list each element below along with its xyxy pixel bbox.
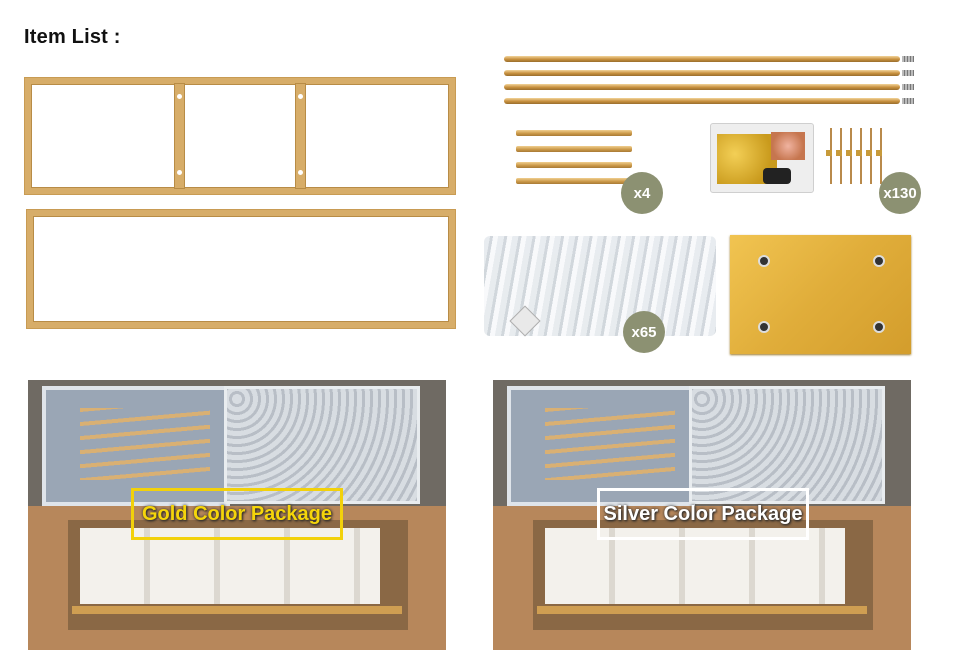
hook-pins	[826, 128, 886, 184]
quantity-badge-acrylic: x65	[623, 311, 665, 353]
short-bars	[516, 130, 636, 186]
page-title: Item List :	[24, 26, 121, 48]
hardware-bag	[710, 123, 814, 193]
quantity-badge-short-bars: x4	[621, 172, 663, 214]
gold-package-photo	[28, 380, 446, 650]
gold-frame-long	[27, 210, 455, 328]
silver-package-label: Silver Color Package	[597, 488, 809, 540]
acrylic-sticks	[484, 236, 716, 337]
gold-frame-three-panel	[25, 78, 455, 194]
quantity-badge-hardware: x130	[879, 172, 921, 214]
long-rods	[504, 56, 916, 106]
gold-package-label: Gold Color Package	[131, 488, 343, 540]
silver-package-photo	[493, 380, 911, 650]
gold-plate	[730, 235, 911, 354]
